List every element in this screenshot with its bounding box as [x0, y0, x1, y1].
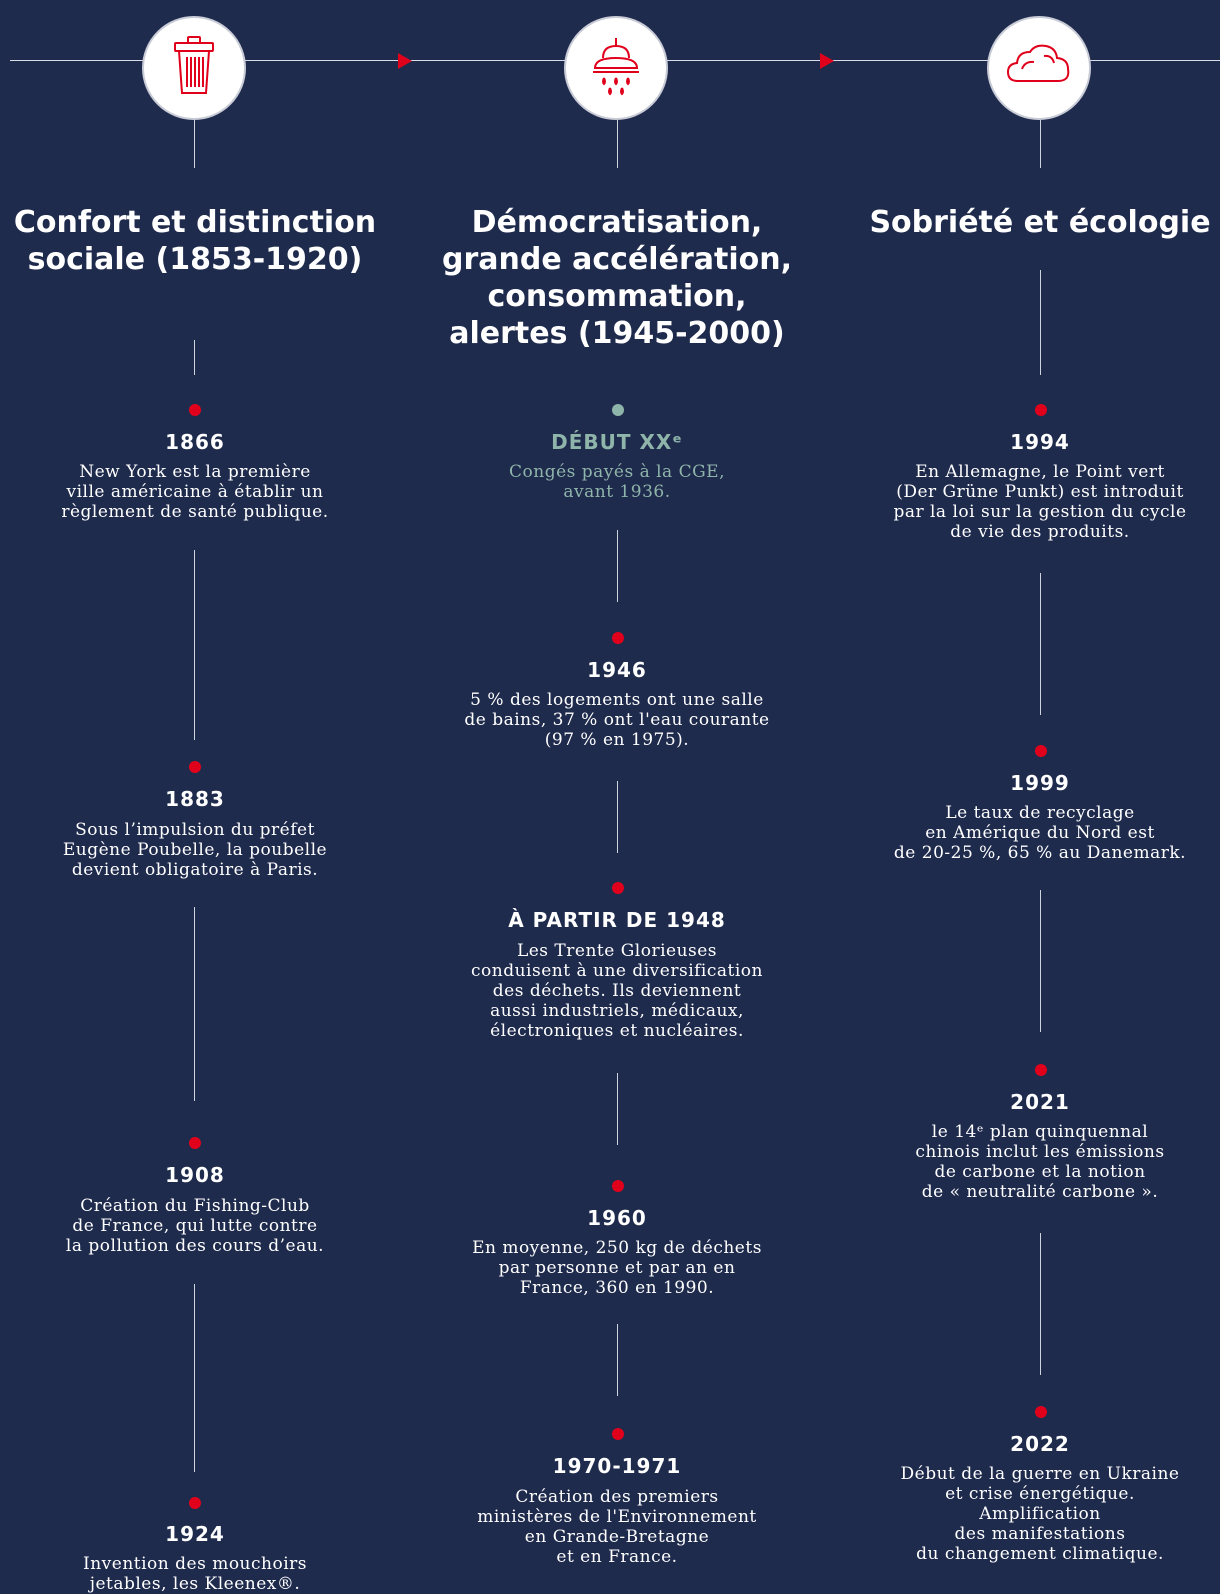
event-year: 1908 — [165, 1163, 225, 1187]
shower-icon — [589, 36, 643, 100]
column-title-2: Démocratisation, grande accélération, co… — [442, 205, 792, 351]
event-dot — [612, 882, 624, 894]
event-text: New York est la première ville américain… — [61, 462, 329, 522]
event-text: En Allemagne, le Point vert (Der Grüne P… — [893, 462, 1187, 542]
event-dot — [1035, 745, 1047, 757]
event-dot — [612, 1180, 624, 1192]
event-year: 1999 — [1010, 771, 1070, 795]
event-dot — [612, 1428, 624, 1440]
column-title-1: Confort et distinction sociale (1853-192… — [13, 205, 377, 277]
event-dot — [189, 761, 201, 773]
connector-line — [617, 1073, 618, 1145]
event-dot — [189, 1497, 201, 1509]
trash-bin-icon — [167, 35, 221, 101]
event-text: Les Trente Glorieuses conduisent à une d… — [471, 941, 763, 1041]
connector-line — [1040, 1233, 1041, 1375]
connector-line — [1040, 270, 1041, 375]
event-year: 2021 — [1010, 1090, 1070, 1114]
event-text: Sous l’impulsion du préfet Eugène Poubel… — [62, 820, 328, 880]
event-text: Invention des mouchoirs jetables, les Kl… — [83, 1554, 307, 1594]
connector-line — [617, 781, 618, 853]
event-text: Congés payés à la CGE, avant 1936. — [509, 462, 725, 502]
event-dot — [189, 404, 201, 416]
event-text: le 14ᵉ plan quinquennal chinois inclut l… — [915, 1122, 1165, 1202]
event-year: 1883 — [165, 787, 225, 811]
connector-line — [617, 120, 618, 168]
icon-circle-2 — [564, 16, 668, 120]
event-dot — [189, 1137, 201, 1149]
event-dot — [1035, 404, 1047, 416]
event-text: Création des premiers ministères de l'En… — [477, 1487, 757, 1567]
cloud-icon — [1004, 41, 1074, 95]
event-year: 1960 — [587, 1206, 647, 1230]
event-year: 1994 — [1010, 430, 1070, 454]
event-year: 1866 — [165, 430, 225, 454]
connector-line — [1040, 890, 1041, 1032]
event-dot — [612, 632, 624, 644]
timeline-arrow-2 — [820, 53, 834, 69]
event-dot — [1035, 1064, 1047, 1076]
connector-line — [617, 1324, 618, 1396]
column-title-3: Sobriété et écologie — [869, 205, 1211, 240]
event-text: Début de la guerre en Ukraine et crise é… — [900, 1464, 1180, 1564]
connector-line — [194, 1284, 195, 1472]
connector-line — [194, 550, 195, 740]
connector-line — [1040, 120, 1041, 168]
connector-line — [194, 340, 195, 375]
icon-circle-1 — [142, 16, 246, 120]
event-year: 1946 — [587, 658, 647, 682]
event-year: À PARTIR DE 1948 — [508, 908, 726, 932]
event-dot — [1035, 1406, 1047, 1418]
connector-line — [1040, 573, 1041, 715]
event-year: 2022 — [1010, 1432, 1070, 1456]
connector-line — [194, 120, 195, 168]
icon-circle-3 — [987, 16, 1091, 120]
event-dot — [612, 404, 624, 416]
event-text: En moyenne, 250 kg de déchets par person… — [472, 1238, 762, 1298]
event-year: DÉBUT XXᵉ — [551, 430, 683, 454]
event-text: Création du Fishing-Club de France, qui … — [65, 1196, 325, 1256]
event-year: 1970-1971 — [552, 1454, 682, 1478]
timeline-arrow-1 — [398, 53, 412, 69]
event-year: 1924 — [165, 1522, 225, 1546]
event-text: 5 % des logements ont une salle de bains… — [464, 690, 770, 750]
connector-line — [194, 907, 195, 1101]
connector-line — [617, 530, 618, 602]
event-text: Le taux de recyclage en Amérique du Nord… — [893, 803, 1187, 863]
